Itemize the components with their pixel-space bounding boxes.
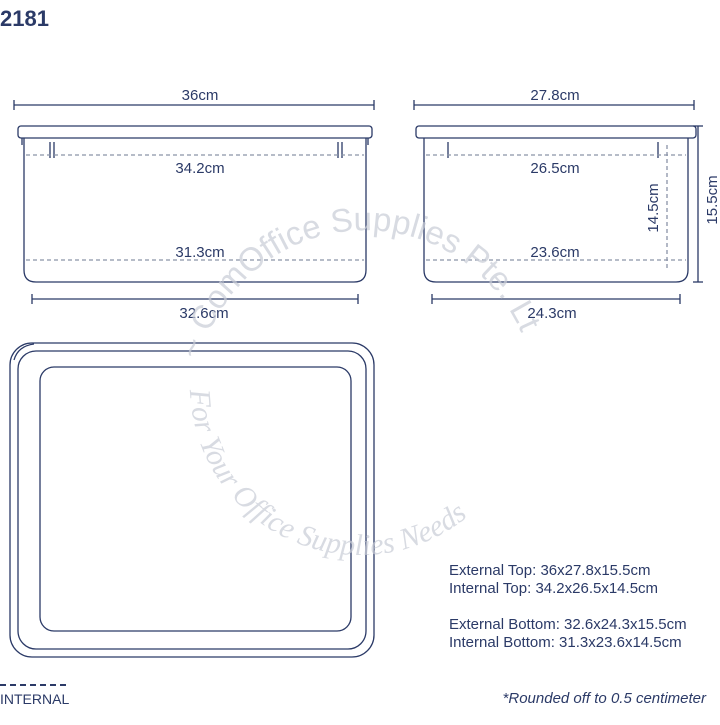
spec-internal-top: Internal Top: 34.2x26.5x14.5cm — [449, 580, 659, 597]
watermark-company: ~ ComOffice Supplies Pte. Ltd. ~ — [0, 0, 549, 362]
front-body — [23, 138, 367, 283]
spec-internal-bottom: Internal Bottom: 31.3x23.6x14.5cm — [449, 634, 682, 651]
footnote: *Rounded off to 0.5 centimeter — [502, 690, 706, 707]
top-view-handle — [13, 343, 35, 361]
side-top-width-label: 27.8cm — [530, 87, 579, 104]
front-bottom-width-label: 32.6cm — [179, 305, 228, 322]
spec-gap — [449, 598, 687, 616]
model-code: 2181 — [0, 6, 49, 31]
top-view-outer — [9, 342, 375, 658]
legend-internal: INTERNAL — [0, 684, 69, 707]
top-view-inner-panel — [39, 366, 352, 632]
legend-internal-label: INTERNAL — [0, 691, 70, 707]
side-lid — [415, 125, 697, 139]
side-body — [423, 138, 689, 283]
side-external-height-label: 15.5cm — [704, 175, 720, 224]
front-view — [13, 100, 375, 304]
top-view-outer-inner — [17, 350, 367, 650]
front-top-width-label: 36cm — [182, 87, 219, 104]
watermark-tagline-path: For Your Office Supplies Needs — [183, 387, 473, 562]
spec-list: External Top: 36x27.8x15.5cm Internal To… — [449, 562, 687, 652]
watermark-tagline: For Your Office Supplies Needs — [183, 387, 473, 562]
side-internal-bottom-width-label: 23.6cm — [530, 244, 579, 261]
spec-external-bottom: External Bottom: 32.6x24.3x15.5cm — [449, 616, 687, 633]
watermark-company-path: ~ ComOffice Supplies Pte. Ltd. ~ — [0, 0, 549, 362]
front-internal-top-width-label: 34.2cm — [175, 160, 224, 177]
front-internal-bottom-width-label: 31.3cm — [175, 244, 224, 261]
side-internal-top-width-label: 26.5cm — [530, 160, 579, 177]
legend-dash-sample — [0, 684, 66, 686]
watermark: ~ ComOffice Supplies Pte. Ltd. ~ For You… — [0, 0, 549, 562]
side-bottom-width-label: 24.3cm — [527, 305, 576, 322]
front-lid — [17, 125, 373, 139]
top-view — [9, 342, 375, 658]
side-internal-height-label: 14.5cm — [645, 183, 662, 232]
side-view — [413, 100, 703, 304]
spec-external-top: External Top: 36x27.8x15.5cm — [449, 562, 651, 579]
